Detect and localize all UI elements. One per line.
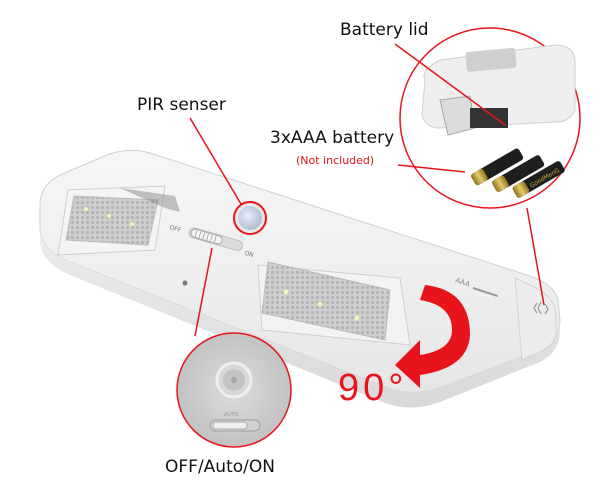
zoom-auto-label: AUTO [224,412,238,418]
battery-lid-label: Battery lid [340,20,429,40]
mode-switch[interactable]: OFF ON [168,221,257,259]
led-dot [283,289,289,295]
pir-leader [189,117,242,205]
right-led-panel [257,261,411,346]
led-dot [317,301,323,307]
battery-lid-leader [394,43,506,126]
rotation-angle-label: 90° [338,367,408,409]
pir-sensor [233,201,267,235]
led-dot [107,214,111,218]
battery-zoom-callout: GoodMenG [399,27,581,209]
pir-highlight-circle [233,201,267,235]
led-dot [354,315,360,321]
cap-leader [526,207,545,306]
battery-type-label: 3xAAA battery [270,128,395,148]
switch-leader [194,247,213,337]
switch-zoom-callout: AUTO [176,332,292,448]
pir-lens [238,206,262,230]
led-dot [84,207,88,211]
left-led-panel [57,185,180,256]
arrow-marks-icon [533,301,549,315]
battery-compartment [470,108,508,128]
reset-hole [182,280,188,286]
battery-leader [397,164,466,173]
switch-off-label: OFF [169,224,183,234]
leader-lines [189,43,545,337]
battery-note-label: (Not included) [296,154,375,167]
led-dot [130,222,134,226]
switch-on-label: ON [244,250,255,259]
pir-sensor-label: PIR senser [137,95,226,115]
rotation-arrow-icon [395,285,470,388]
switch-modes-label: OFF/Auto/ON [165,457,275,477]
